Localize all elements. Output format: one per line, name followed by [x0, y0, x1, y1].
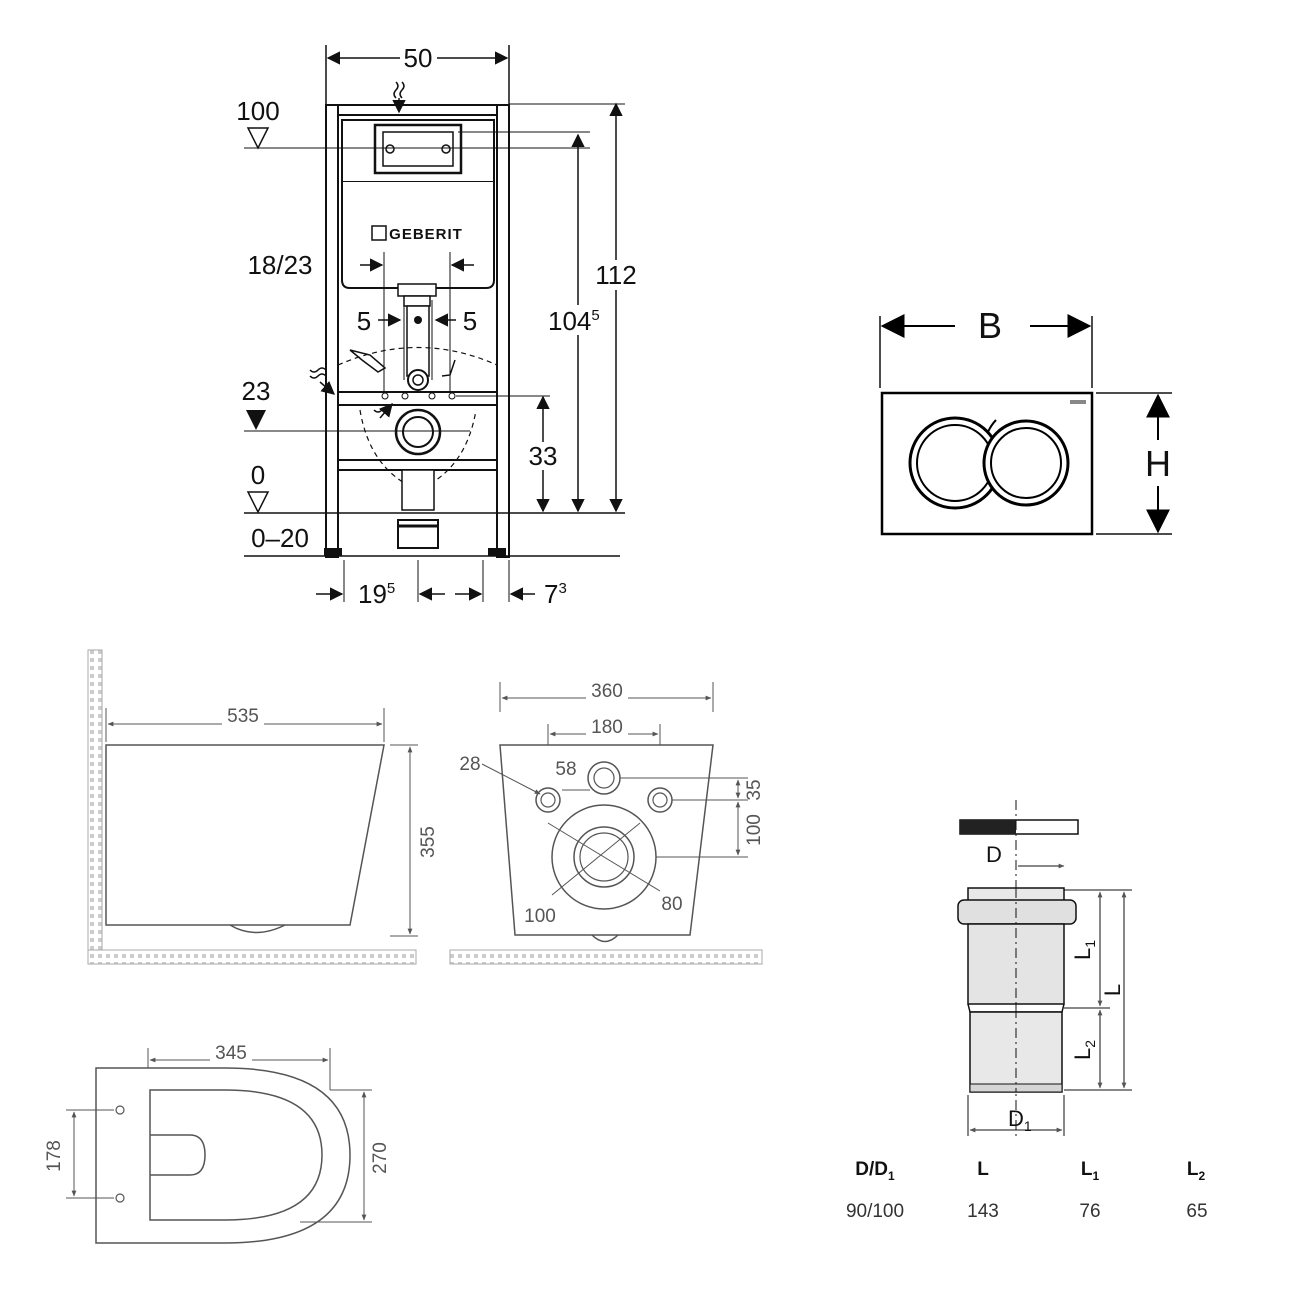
svg-text:L2: L2 — [1187, 1159, 1206, 1183]
connector-pipe-drawing: D D1 L1 L2 L — [957, 800, 1132, 1140]
dim-total-height: 112 — [595, 260, 636, 290]
bowl-back-view: 360 180 28 58 35 100 100 80 — [449, 680, 765, 965]
connector-l1-label: L — [1070, 948, 1095, 960]
back-bolt-spacing-dim: 180 — [591, 717, 623, 738]
top-width-dim: 270 — [370, 1142, 391, 1174]
level-top-label: 100 — [236, 96, 279, 126]
dim-left-5: 5 — [357, 306, 371, 336]
svg-text:73: 73 — [544, 579, 567, 609]
flush-plate-width-label: B — [978, 305, 1002, 346]
level-range-label: 0–20 — [251, 523, 309, 553]
back-inlet-dim: 58 — [555, 759, 576, 780]
back-bolt-hole-dim: 28 — [459, 754, 480, 775]
back-outlet-outer-dim: 100 — [524, 906, 556, 927]
dim-flush-height: 104 — [548, 306, 591, 336]
dim-right-5: 5 — [463, 306, 477, 336]
table-header-d-sub: 1 — [888, 1169, 895, 1183]
bowl-top-view: 345 178 270 — [44, 1042, 391, 1244]
connector-d1-sub: 1 — [1024, 1118, 1032, 1134]
flush-plate-drawing: B H — [879, 305, 1172, 536]
svg-text:L2: L2 — [1070, 1040, 1098, 1060]
table-cell-l2: 65 — [1186, 1201, 1207, 1222]
dim-outlet-height: 33 — [529, 441, 558, 471]
installation-frame-drawing: 50 GEBERIT — [236, 43, 636, 609]
table-header-l2: L — [1187, 1159, 1199, 1180]
top-length-dim: 345 — [215, 1043, 247, 1064]
svg-text:D1: D1 — [1008, 1106, 1032, 1134]
table-header-l2-sub: 2 — [1198, 1169, 1205, 1183]
connector-l2-sub: 2 — [1082, 1040, 1098, 1048]
dim-flush-height-sup: 5 — [591, 307, 599, 324]
flush-plate-height-label: H — [1145, 443, 1171, 484]
dim-bottom-left-sup: 5 — [387, 580, 395, 597]
bowl-length-dim: 535 — [227, 706, 259, 727]
table-cell-d: 90/100 — [846, 1201, 904, 1222]
brand-logo-text: GEBERIT — [389, 226, 463, 243]
top-bolt-spacing-dim: 178 — [44, 1140, 65, 1172]
table-cell-l: 143 — [967, 1201, 999, 1222]
level-floor-label: 0 — [251, 460, 265, 490]
back-width-dim: 360 — [591, 681, 623, 702]
connector-l2-label: L — [1070, 1048, 1095, 1060]
dim-spacing: 18/23 — [247, 250, 312, 280]
table-header-l1-sub: 1 — [1092, 1169, 1099, 1183]
connector-d-label: D — [986, 842, 1002, 867]
connector-d1-label: D — [1008, 1106, 1024, 1131]
back-vertical-35-dim: 35 — [744, 779, 765, 800]
dim-bottom-right-sup: 3 — [558, 580, 566, 597]
svg-text:L: L — [977, 1159, 989, 1180]
svg-text:1045: 1045 — [548, 306, 600, 336]
dim-bottom-right: 7 — [544, 579, 558, 609]
table-header-l: L — [977, 1159, 989, 1180]
connector-dimension-table: D/D1 L L1 L2 90/100 143 76 65 — [846, 1159, 1208, 1222]
back-outlet-inner-dim: 80 — [661, 894, 682, 915]
table-header-d: D/D — [855, 1159, 888, 1180]
svg-text:195: 195 — [358, 579, 395, 609]
connector-l-label: L — [1100, 984, 1125, 996]
table-cell-l1: 76 — [1079, 1201, 1100, 1222]
svg-text:L1: L1 — [1081, 1159, 1100, 1183]
table-header-l1: L — [1081, 1159, 1093, 1180]
bowl-side-view: 535 355 — [87, 649, 439, 965]
connector-l1-sub: 1 — [1082, 940, 1098, 948]
svg-text:L1: L1 — [1070, 940, 1098, 960]
dim-bottom-left: 19 — [358, 579, 387, 609]
bowl-height-dim: 355 — [418, 826, 439, 858]
level-outlet-label: 23 — [242, 376, 271, 406]
back-vertical-100-dim: 100 — [744, 814, 765, 846]
dim-frame-width: 50 — [404, 43, 433, 73]
svg-text:D/D1: D/D1 — [855, 1159, 895, 1183]
